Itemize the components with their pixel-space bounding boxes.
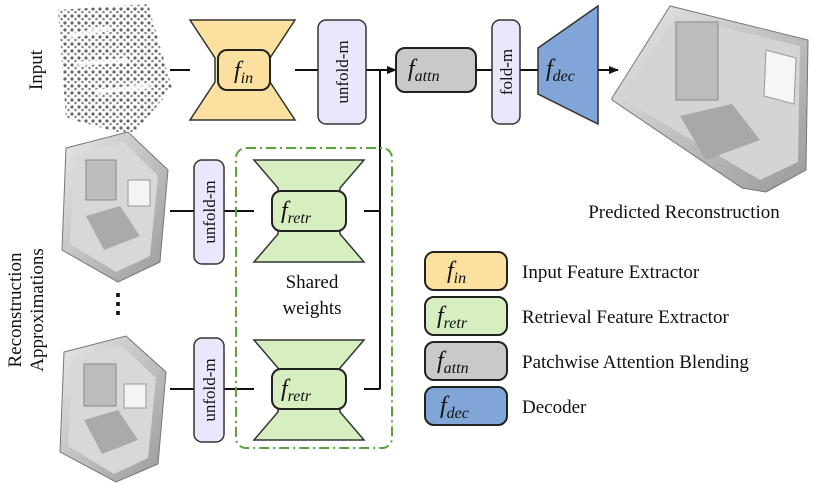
f-retr-encoder-bottom: fretr xyxy=(252,339,366,441)
svg-text:fin: fin xyxy=(234,58,253,87)
f-retr-bottom-symbol: f xyxy=(281,376,291,402)
input-point-cloud xyxy=(58,4,172,136)
unfold-op-input: unfold-m xyxy=(317,19,367,125)
legend-item-retrieval: fretr Retrieval Feature Extractor xyxy=(424,296,729,336)
svg-text:fdec: fdec xyxy=(440,393,469,422)
fold-op: fold-m xyxy=(491,19,521,125)
svg-text:fdec: fdec xyxy=(546,56,575,85)
f-attn-symbol: f xyxy=(408,56,418,82)
approximation-top xyxy=(61,131,169,283)
f-attn-block: fattn xyxy=(395,47,477,93)
f-in-encoder: fin xyxy=(188,19,297,121)
legend-item-input-text: Input Feature Extractor xyxy=(522,262,700,283)
unfold-op-approx-bottom: unfold-m xyxy=(193,337,225,443)
legend-item-input: fin Input Feature Extractor xyxy=(424,251,700,291)
f-in-symbol: f xyxy=(234,58,244,84)
svg-text:fretr: fretr xyxy=(281,376,312,405)
f-in-subscript: in xyxy=(241,70,253,87)
approximation-bottom xyxy=(59,335,167,483)
svg-text:fretr: fretr xyxy=(437,303,468,332)
legend-item-decoder: fdec Decoder xyxy=(424,386,587,426)
unfold-op-approx-bottom-label: unfold-m xyxy=(200,358,219,421)
f-retr-bottom-subscript: retr xyxy=(288,388,312,405)
svg-text:fattn: fattn xyxy=(408,56,440,85)
ellipsis: ⋮ xyxy=(105,289,131,318)
f-retr-encoder-top: fretr xyxy=(252,159,366,263)
svg-text:fin: fin xyxy=(447,258,466,287)
shared-weights-line2: weights xyxy=(282,298,341,319)
f-dec-decoder: fdec xyxy=(537,4,599,126)
f-dec-subscript: dec xyxy=(553,68,575,85)
legend: fin Input Feature Extractor fretr Retrie… xyxy=(424,251,749,426)
unfold-op-input-label: unfold-m xyxy=(333,40,352,103)
input-label: Input xyxy=(26,49,47,90)
predicted-label: Predicted Reconstruction xyxy=(588,202,780,223)
approximations-label-line1: Reconstruction xyxy=(5,252,26,368)
approximations-label-line2: Approximations xyxy=(27,248,48,372)
svg-text:fretr: fretr xyxy=(281,198,312,227)
svg-text:fattn: fattn xyxy=(437,348,469,377)
f-dec-symbol: f xyxy=(546,56,556,82)
legend-item-attention: fattn Patchwise Attention Blending xyxy=(424,341,749,381)
f-retr-top-subscript: retr xyxy=(288,210,312,227)
unfold-op-approx-top-label: unfold-m xyxy=(200,180,219,243)
f-retr-top-symbol: f xyxy=(281,198,291,224)
shared-weights-box xyxy=(235,147,393,449)
predicted-reconstruction xyxy=(611,5,809,193)
f-attn-subscript: attn xyxy=(415,68,440,85)
legend-item-retrieval-text: Retrieval Feature Extractor xyxy=(522,307,729,328)
unfold-op-approx-top: unfold-m xyxy=(193,159,225,265)
legend-item-attention-text: Patchwise Attention Blending xyxy=(522,352,749,373)
connectors xyxy=(170,66,619,390)
legend-item-decoder-text: Decoder xyxy=(522,397,587,418)
shared-weights-line1: Shared xyxy=(286,272,339,293)
fold-op-label: fold-m xyxy=(497,49,516,95)
